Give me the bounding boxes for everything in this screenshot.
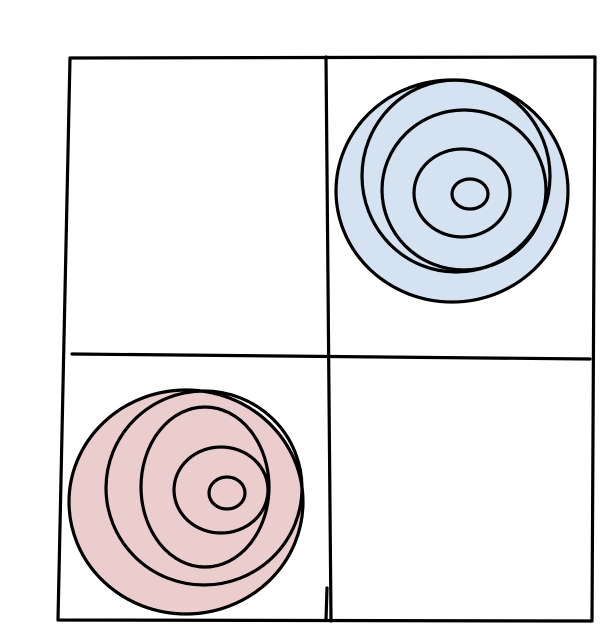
blue-concentric-circles bbox=[334, 78, 570, 304]
blue-inner-circle bbox=[450, 177, 490, 211]
red-concentric-circles bbox=[67, 388, 305, 616]
grid-divider-tick bbox=[324, 586, 329, 622]
red-ring-4 bbox=[172, 445, 270, 535]
blue-ring-4 bbox=[412, 147, 512, 239]
grid-horizontal-divider bbox=[70, 352, 592, 361]
blue-ring-3 bbox=[380, 108, 548, 272]
grid-vertical-divider bbox=[324, 55, 333, 623]
blue-ring-2 bbox=[360, 78, 552, 274]
red-outer-circle bbox=[67, 388, 305, 616]
red-ring-2 bbox=[104, 389, 304, 587]
cell-top-left bbox=[76, 62, 322, 350]
grid-outer-border bbox=[56, 55, 597, 623]
cell-bottom-right bbox=[335, 362, 587, 616]
red-inner-circle bbox=[207, 475, 247, 511]
